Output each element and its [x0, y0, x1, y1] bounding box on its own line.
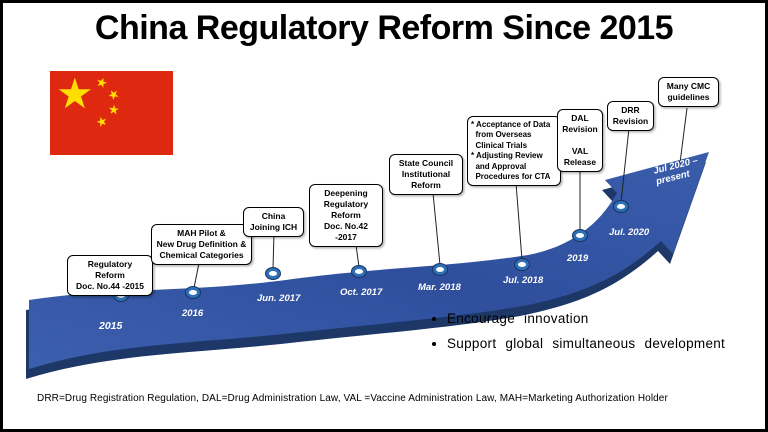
china-flag: ★ ★ ★ ★ ★ — [50, 71, 173, 155]
flag-small-star-icon: ★ — [93, 73, 110, 92]
date-label-jul2018: Jul. 2018 — [503, 275, 544, 286]
milestone-box-oct2017: Deepening Regulatory Reform Doc. No.42 -… — [309, 184, 383, 248]
flag-small-star-icon: ★ — [107, 101, 121, 118]
milestone-box-2016: MAH Pilot & New Drug Definition & Chemic… — [151, 224, 252, 266]
timeline-dot-jul2018 — [515, 259, 529, 270]
page-title: China Regulatory Reform Since 2015 — [94, 9, 674, 47]
milestone-box-cmc: Many CMC guidelines — [658, 77, 719, 108]
footnote: DRR=Drug Registration Regulation, DAL=Dr… — [37, 393, 668, 404]
milestone-box-2015: Regulatory Reform Doc. No.44 -2015 — [67, 255, 153, 297]
timeline-dot-mar2018 — [433, 264, 447, 275]
date-label-2016: 2016 — [182, 308, 204, 319]
date-label-2019: 2019 — [567, 253, 589, 264]
key-point: Support global simultaneous development — [447, 331, 757, 356]
timeline-dot-jul2020 — [614, 201, 628, 212]
date-label-oct2017: Oct. 2017 — [340, 287, 383, 298]
date-label-jul2020: Jul. 2020 — [609, 227, 650, 238]
key-point: Encourage innovation — [447, 306, 757, 331]
milestone-box-jun2017: China Joining ICH — [243, 207, 304, 238]
milestone-box-jul2018: * Acceptance of Data from Overseas Clini… — [467, 116, 561, 187]
milestone-box-drr: DRR Revision — [607, 101, 654, 132]
key-points-list: Encourage innovation Support global simu… — [447, 306, 757, 356]
date-label-2015: 2015 — [99, 320, 123, 332]
date-label-mar2018: Mar. 2018 — [418, 282, 461, 293]
date-label-present: Jul 2020 – present — [652, 155, 700, 188]
connector-lines — [193, 107, 688, 289]
milestone-box-mar2018: State Council Institutional Reform — [389, 154, 463, 196]
timeline-arrow-graphic — [26, 107, 709, 379]
timeline-dot-jun2017 — [266, 268, 280, 279]
timeline-dot-oct2017 — [352, 266, 366, 277]
timeline-dot-2019 — [573, 230, 587, 241]
milestone-box-2019: DAL Revision VAL Release — [557, 109, 603, 173]
date-label-jun2017: Jun. 2017 — [257, 293, 301, 304]
timeline-dot-2016 — [186, 287, 200, 298]
flag-big-star-icon: ★ — [56, 70, 94, 117]
